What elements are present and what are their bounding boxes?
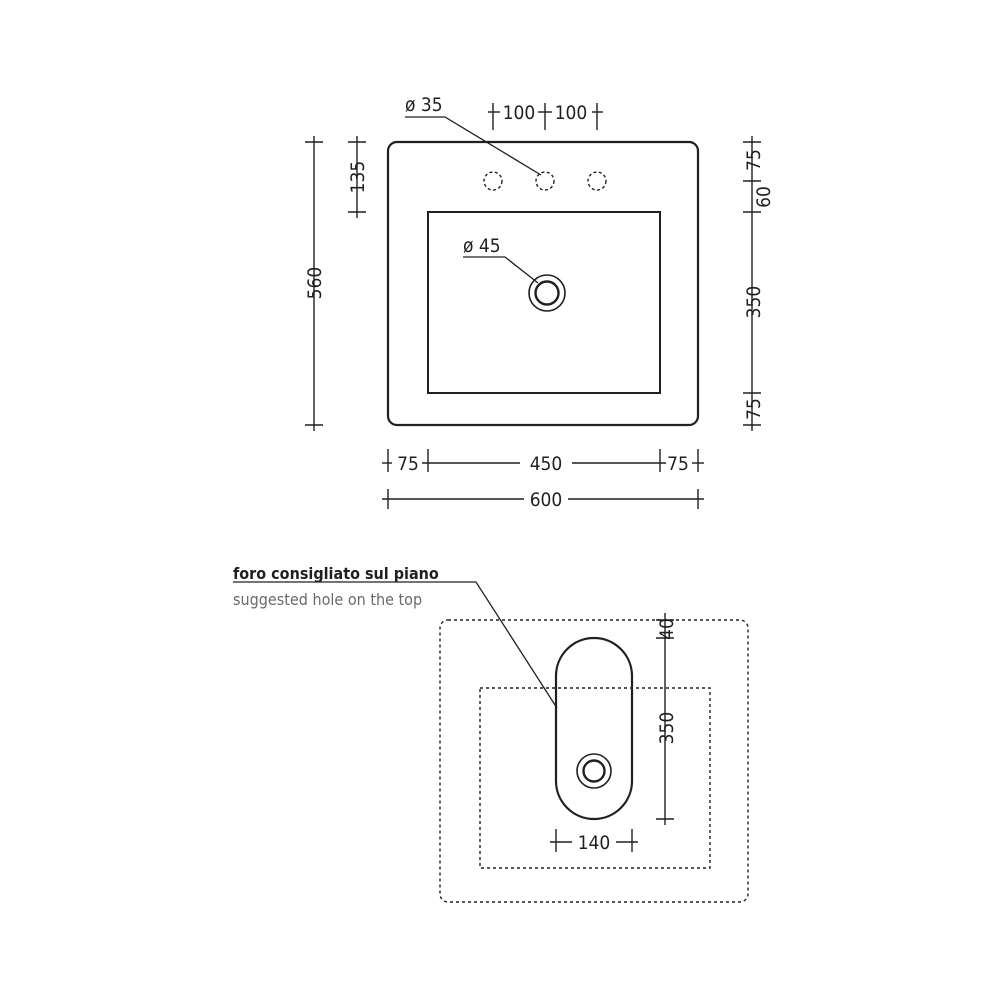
- countertop-outline: [439, 619, 749, 903]
- dim-right-chain: [743, 136, 761, 431]
- basin-outline-dashed: [479, 687, 711, 869]
- hole-label-italian: foro consigliato sul piano: [233, 564, 439, 583]
- label-waste-diameter: ø 45: [463, 235, 501, 257]
- label-left-margin: 75: [397, 453, 419, 475]
- dim-overall-width: [382, 489, 704, 509]
- dim-overall-depth: [305, 136, 323, 431]
- dim-hole-vertical: [656, 613, 674, 825]
- label-overall-depth: 560: [304, 267, 326, 300]
- tap-hole-center: [535, 171, 555, 191]
- dim-tap-spacing: [488, 103, 603, 130]
- label-tap-offset: 135: [347, 161, 369, 194]
- label-right-margin: 75: [667, 453, 689, 475]
- label-right-top-margin: 75: [743, 149, 765, 171]
- leader-lines: [405, 116, 542, 284]
- label-tap-spacing-right: 100: [555, 102, 588, 124]
- suggested-hole: [554, 636, 634, 821]
- tap-hole-left: [483, 171, 503, 191]
- countertop-hole-view: [439, 619, 749, 903]
- tap-hole-right: [587, 171, 607, 191]
- dim-tap-offset: [348, 136, 366, 218]
- basin-bowl: [427, 211, 661, 394]
- label-hole-top-offset: 40: [656, 618, 678, 640]
- leader-hole: [233, 581, 558, 709]
- label-hole-length: 350: [656, 712, 678, 745]
- basin-top-view: [386, 140, 700, 427]
- hole-drain: [576, 753, 612, 789]
- tap-holes: [483, 171, 607, 191]
- label-basin-depth: 350: [743, 286, 765, 319]
- label-tap-spacing-left: 100: [503, 102, 536, 124]
- basin-outline: [386, 140, 700, 427]
- dim-width-chain: [382, 449, 704, 472]
- hole-label-english: suggested hole on the top: [233, 590, 422, 609]
- label-tap-hole-diameter: ø 35: [405, 94, 443, 116]
- label-hole-width: 140: [578, 832, 611, 854]
- label-right-bottom-margin: 75: [743, 398, 765, 420]
- label-overall-width: 600: [530, 489, 563, 511]
- label-basin-width: 450: [530, 453, 563, 475]
- waste-drain: [528, 274, 566, 312]
- label-tap-to-basin: 60: [753, 186, 775, 208]
- dim-hole-width: [550, 829, 638, 852]
